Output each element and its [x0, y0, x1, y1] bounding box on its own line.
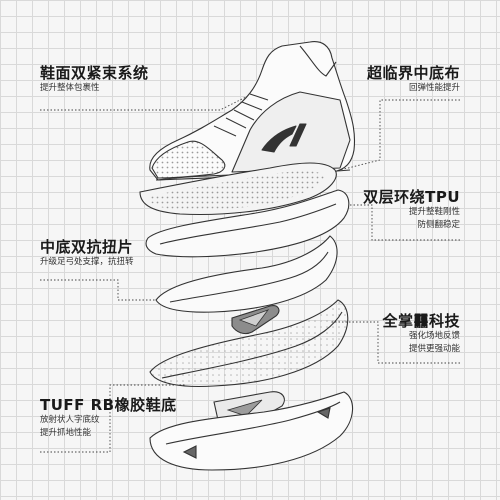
feature-tpu: 双层环绕TPU 提升整鞋刚性 防侧翻稳定	[363, 188, 460, 232]
leader-outsole	[40, 384, 185, 453]
feature-desc: 提升整体包裹性	[40, 83, 100, 93]
feature-desc: 防侧翻稳定	[417, 220, 460, 230]
outsole-heel-pod	[182, 445, 197, 459]
foam-midsole-illustration	[149, 299, 349, 387]
leader-tpu	[340, 204, 460, 241]
feature-midsole-foam: 超临界中底布 回弹性能提升	[367, 64, 460, 95]
feature-outsole: TUFF RB橡胶鞋底 放射状人字底纹 提升抓地性能	[40, 396, 177, 440]
feature-title: 鞋面双紧束系统	[40, 64, 149, 82]
feature-desc: 升级足弓处支撑，抗扭转	[40, 257, 134, 267]
midsole-upper-layer	[155, 235, 338, 313]
feature-torsion: 中底双抗扭片 升级足弓处支撑，抗扭转	[40, 238, 134, 269]
feature-title: 中底双抗扭片	[40, 238, 134, 256]
shoe-laces	[213, 93, 269, 137]
foam-midsole-edge	[161, 311, 343, 379]
feature-desc: 回弹性能提升	[408, 83, 460, 93]
feature-desc: 提升整鞋刚性	[408, 207, 460, 217]
shoe-logo	[261, 123, 307, 153]
leader-midsole-foam	[319, 99, 460, 176]
torsion-plate-illustration	[155, 235, 338, 335]
shoe-upper-illustration	[149, 41, 356, 181]
feature-forefoot: 全掌䨻科技 强化场地反馈 提供更强动能	[382, 312, 460, 356]
midsole-arch	[169, 251, 329, 303]
tpu-outer	[145, 189, 350, 258]
outsole-illustration	[149, 391, 354, 471]
foam-midsole-shape	[149, 299, 349, 387]
shoe-toe-mesh	[151, 140, 226, 179]
feature-desc: 提供更强动能	[408, 344, 460, 354]
feature-title: 双层环绕TPU	[363, 188, 460, 206]
torsion-shank-inner	[238, 309, 270, 327]
outsole-toe-pod	[316, 407, 331, 419]
outsole-shape	[149, 391, 354, 471]
leader-forefoot	[330, 321, 460, 364]
shoe-heel-collar	[299, 45, 337, 77]
feature-lacing: 鞋面双紧束系统 提升整体包裹性	[40, 64, 149, 95]
insole-illustration	[139, 162, 337, 216]
feature-desc: 强化场地反馈	[408, 331, 460, 341]
feature-title: TUFF RB橡胶鞋底	[40, 396, 177, 414]
feature-title: 全掌䨻科技	[382, 312, 460, 330]
outsole-plate-mark	[226, 399, 263, 417]
tpu-inner	[159, 203, 337, 245]
insole-perforation	[149, 171, 326, 211]
feature-title: 超临界中底布	[366, 64, 460, 82]
feature-desc: 提升抓地性能	[40, 428, 92, 438]
tpu-frame-illustration	[145, 189, 350, 258]
outsole-tread	[165, 401, 341, 445]
leader-torsion	[40, 279, 190, 301]
feature-desc: 放射状人字底纹	[40, 415, 100, 425]
